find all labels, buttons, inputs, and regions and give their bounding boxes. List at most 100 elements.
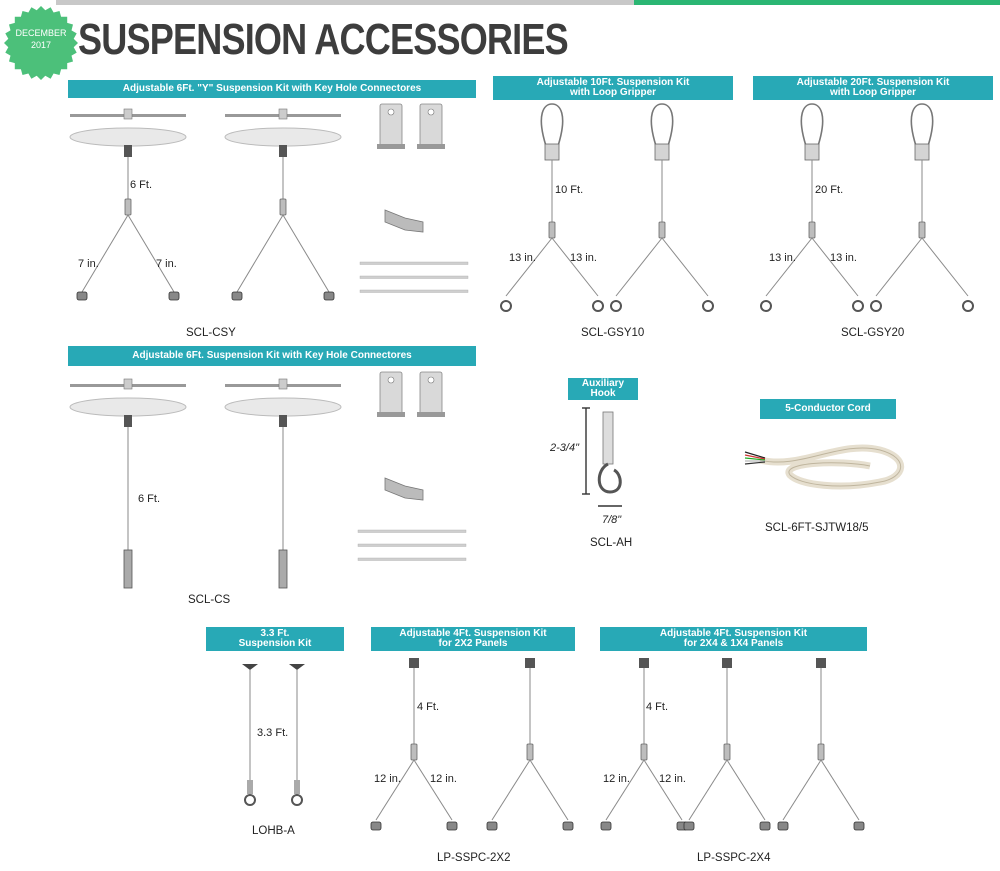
cable-end-left-g20a (760, 300, 772, 312)
cable-tie-y-2 (359, 289, 469, 293)
sku-scl-gsy10: SCL-GSY10 (581, 327, 645, 339)
canopy-6ft-1 (224, 397, 342, 417)
cable-end-right-g10b (702, 300, 714, 312)
top-rule-grey (56, 0, 634, 5)
cable-end-right-g10a (592, 300, 604, 312)
dim-left-4ft-2x2: 12 in. (374, 773, 401, 785)
ceiling-anchor-2x4b (722, 658, 732, 668)
dim-left-4ft-2x4: 12 in. (603, 773, 630, 785)
sku-lp-sspc-2x4: LP-SSPC-2X4 (697, 852, 771, 864)
sku-scl-gsy20: SCL-GSY20 (841, 327, 905, 339)
cable-end-6ft-0 (123, 549, 133, 589)
cable-end-right-y6-1 (323, 291, 335, 301)
cable-end-left-y6-1 (231, 291, 243, 301)
loop-gripper-g20b (910, 103, 934, 147)
cable-end-left-g20b (870, 300, 882, 312)
gripper-2x2a (410, 743, 418, 761)
dim-length-y-kit: 6 Ft. (130, 179, 153, 191)
page-title: SUSPENSION ACCESSORIES (78, 15, 569, 64)
cable-end-right-g20b (962, 300, 974, 312)
ceiling-anchor-2x2b (525, 658, 535, 668)
dim-width-hook: 7/8" (602, 514, 622, 526)
gripper-y6-0 (124, 198, 132, 216)
cable-end-right-y6-0 (168, 291, 180, 301)
canopy-y-kit-1 (224, 127, 342, 147)
spring-clip-left-2x4b (683, 821, 695, 831)
dim-length-3ft: 3.3 Ft. (257, 727, 289, 739)
gripper-2x2b (526, 743, 534, 761)
spring-clip-left-2x4c (777, 821, 789, 831)
date-seal-icon (4, 6, 78, 80)
canopy-6ft-0 (69, 397, 187, 417)
cable-tie-y-1 (359, 275, 469, 279)
gripper-2x4a (640, 743, 648, 761)
spring-clip-left-2x4a (600, 821, 612, 831)
keyhole-connector-6ft (384, 477, 424, 501)
heading-cord: 5-Conductor Cord (760, 399, 896, 419)
dim-left-10ft: 13 in. (509, 252, 536, 264)
gripper-g10b (658, 221, 666, 239)
spring-clip-left-2x2b (486, 821, 498, 831)
gripper-2x4c (817, 743, 825, 761)
gripper-g20b (918, 221, 926, 239)
loop-gripper-g10a (540, 103, 564, 147)
dim-height-hook: 2-3/4" (550, 442, 579, 454)
date-seal-label: DECEMBER 2017 (4, 27, 78, 51)
aux-hook-icon (597, 462, 622, 494)
gripper-g20a (808, 221, 816, 239)
cable-end-right-g20a (852, 300, 864, 312)
dim-left-y-kit: 7 in. (78, 258, 99, 270)
gripper-y6-1 (279, 198, 287, 216)
gripper-2x4b (723, 743, 731, 761)
dim-length-20ft: 20 Ft. (815, 184, 844, 196)
cable-end-left-g10b (610, 300, 622, 312)
dim-length-4ft-2x2: 4 Ft. (417, 701, 440, 713)
loop-gripper-g20a (800, 103, 824, 147)
cable-end-left-g10a (500, 300, 512, 312)
heading-kit-3ft: 3.3 Ft.Suspension Kit (206, 627, 344, 651)
conductor-cord-icon (759, 444, 905, 490)
cable-end-left-y6-0 (76, 291, 88, 301)
ceiling-anchor-2x4c (816, 658, 826, 668)
spring-clip-right-2x2a (446, 821, 458, 831)
seal-year: 2017 (30, 40, 52, 50)
aux-hook-shank-icon (602, 411, 614, 465)
dim-right-4ft-2x2: 12 in. (430, 773, 457, 785)
cable-end-6ft-1 (278, 549, 288, 589)
cable-tie-6ft-0 (357, 529, 467, 533)
spring-clip-right-2x2b (562, 821, 574, 831)
cable-tie-y-0 (359, 261, 469, 265)
top-rule-green (634, 0, 1000, 5)
dim-right-10ft: 13 in. (570, 252, 597, 264)
cable-tie-6ft-2 (357, 557, 467, 561)
dim-length-4ft-2x4: 4 Ft. (646, 701, 669, 713)
sku-lohb-a: LOHB-A (252, 825, 295, 837)
sku-scl-cs: SCL-CS (188, 594, 231, 606)
dim-length-10ft: 10 Ft. (555, 184, 584, 196)
cable-tie-6ft-1 (357, 543, 467, 547)
loop-gripper-g10b (650, 103, 674, 147)
canopy-y-kit-0 (69, 127, 187, 147)
dim-right-y-kit: 7 in. (156, 258, 177, 270)
eye-hook-3ft-0 (244, 794, 256, 806)
sku-scl-csy: SCL-CSY (186, 327, 236, 339)
keyhole-connector-y (384, 209, 424, 233)
ceiling-anchor-3ft-1 (289, 664, 305, 670)
ceiling-anchor-2x4a (639, 658, 649, 668)
gripper-g10a (548, 221, 556, 239)
dim-right-20ft: 13 in. (830, 252, 857, 264)
spring-clip-left-2x2a (370, 821, 382, 831)
dim-right-4ft-2x4: 12 in. (659, 773, 686, 785)
eye-hook-3ft-1 (291, 794, 303, 806)
dim-left-20ft: 13 in. (769, 252, 796, 264)
ceiling-anchor-2x2a (409, 658, 419, 668)
spring-clip-right-2x4c (853, 821, 865, 831)
sku-lp-sspc-2x2: LP-SSPC-2X2 (437, 852, 511, 864)
dim-length-6ft: 6 Ft. (138, 493, 161, 505)
